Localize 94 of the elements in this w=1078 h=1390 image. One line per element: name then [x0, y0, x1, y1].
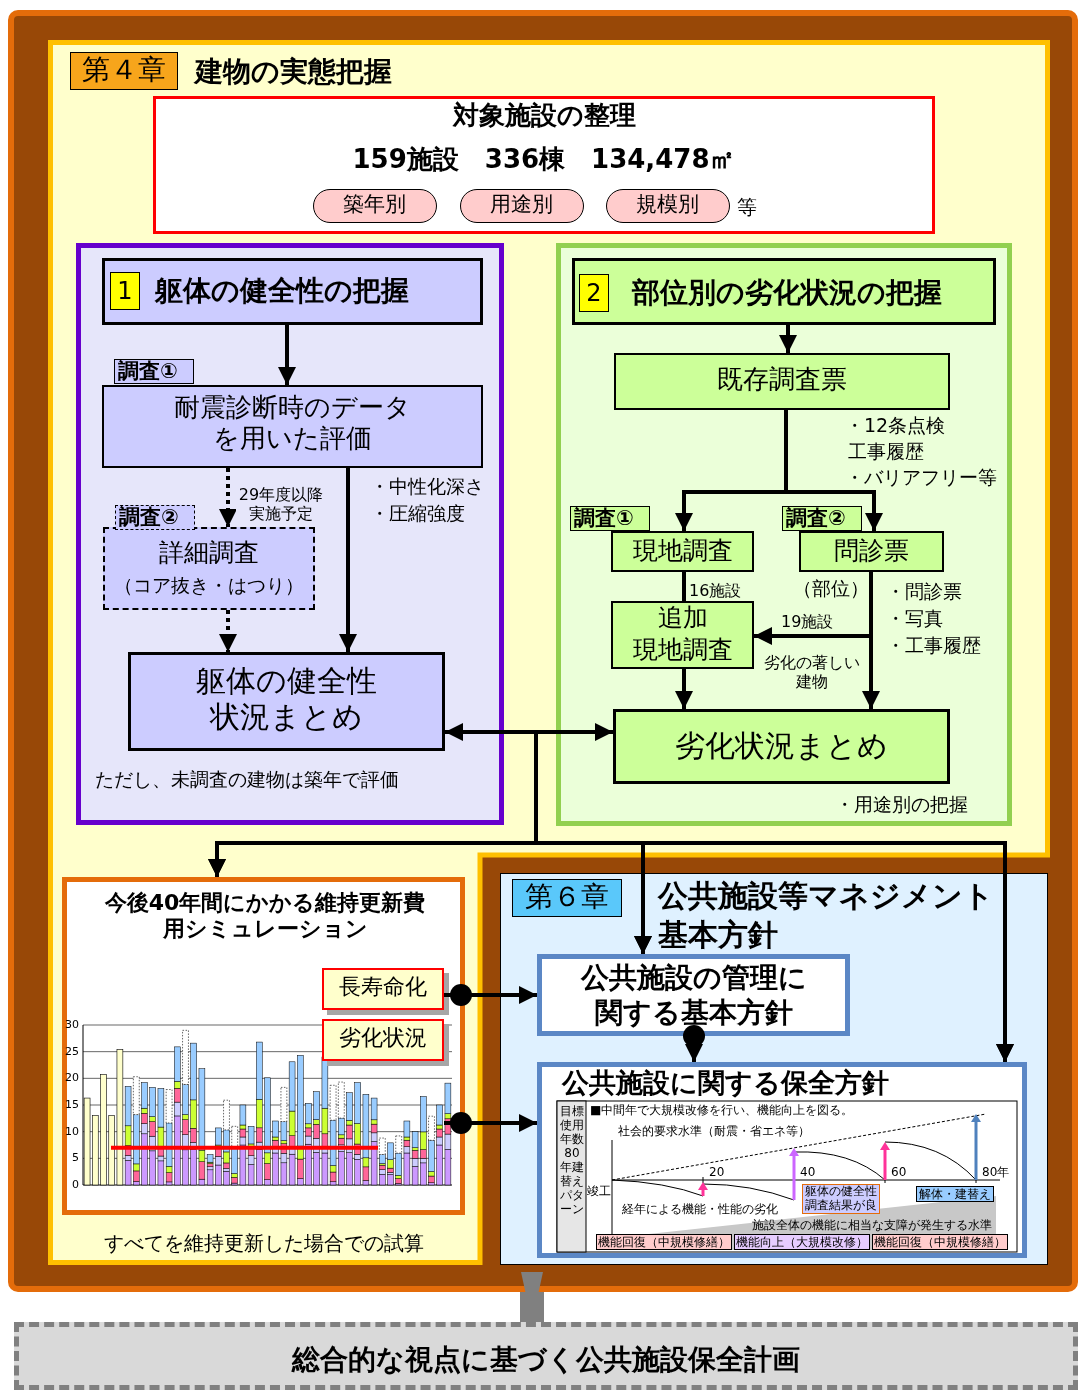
- label-text: 竣工: [587, 1184, 611, 1199]
- chart-title: 今後40年間にかかる維持更新費用シミュレーション: [103, 890, 427, 943]
- arrow: [219, 468, 237, 527]
- label-text: 施設全体の機能に相当な支障が発生する水準: [752, 1218, 992, 1233]
- box-text: 既存調査票: [716, 364, 848, 396]
- result-box: [128, 652, 445, 751]
- label-text: 躯体の健全性調査結果が良: [802, 1184, 880, 1214]
- arrow: [779, 325, 797, 353]
- category-pill: [460, 189, 584, 223]
- label-text: 20: [709, 1165, 725, 1180]
- vertical-text: 目標使用年数80年建替えパターン: [559, 1104, 585, 1216]
- label-text: ・12条点検: [845, 414, 946, 437]
- summary-box: [153, 96, 935, 234]
- edge-label: 16施設: [689, 581, 742, 601]
- label-text: 社会的要求水準（耐震・省エネ等）: [618, 1124, 810, 1139]
- stats-text: 159施設 336棟 134,478㎡: [351, 144, 737, 176]
- edge-label: 19施設: [781, 612, 834, 632]
- label-text: ■中間年で大規模改修を行い、機能向上を図る。: [590, 1103, 854, 1118]
- box-text: 総合的な視点に基づく公共施設保全計画: [290, 1343, 801, 1377]
- arrow: [339, 468, 357, 652]
- group-panel: [76, 243, 504, 825]
- arrow: [444, 1112, 537, 1134]
- chapter-title: 建物の実態把握: [195, 55, 392, 89]
- box-text: 劣化状況: [338, 1025, 428, 1052]
- box-text: 耐震診断時のデータを用いた評価: [172, 392, 412, 455]
- box-text: 躯体の健全性状況まとめ: [194, 663, 378, 735]
- pill-text: 規模別: [635, 191, 700, 217]
- process-box: [611, 601, 754, 669]
- heading-box: [572, 258, 996, 325]
- step-tab: 調査①: [570, 506, 650, 531]
- number-badge: 2: [579, 274, 609, 312]
- group-panel: [556, 243, 1012, 826]
- arrow: [675, 669, 693, 709]
- arrow: [784, 410, 883, 531]
- arrow: [520, 1272, 544, 1322]
- heading-box: [102, 258, 483, 325]
- pill-text: 築年別: [342, 191, 407, 217]
- box-text: （コア抜き・はつり）: [113, 574, 305, 597]
- label-text: ・圧縮強度: [370, 502, 465, 525]
- box-title: 対象施設の整理: [451, 100, 637, 132]
- caption-text: すべてを維持更新した場合での試算: [102, 1231, 425, 1255]
- policy-box: [537, 954, 850, 1036]
- note-text: ・用途別の把握: [835, 793, 968, 816]
- connector-line: [682, 572, 686, 601]
- box-text: 現地調査: [631, 635, 734, 665]
- box-text: 劣化状況まとめ: [674, 728, 889, 764]
- box-text: 問診票: [833, 536, 910, 566]
- result-box: [613, 709, 950, 784]
- label-text: ・バリアフリー等: [845, 466, 997, 489]
- label-text: 解体・建替え: [916, 1186, 994, 1203]
- chapter-title: 公共施設等マネジメント基本方針: [658, 877, 995, 954]
- label-text: ・中性化深さ: [370, 475, 484, 498]
- label-text: ・工事履歴: [886, 634, 981, 657]
- note-text: 等: [736, 194, 757, 219]
- edge-label: 29年度以降実施予定: [236, 485, 326, 524]
- pill-text: 用途別: [489, 191, 554, 217]
- category-pill: [313, 189, 437, 223]
- label-text: 劣化の著しい建物: [763, 653, 861, 692]
- label-text: ・写真: [886, 607, 943, 630]
- label-text: 機能回復（中規模修繕）: [596, 1234, 732, 1251]
- heading-text: 部位別の劣化状況の把握: [632, 276, 942, 310]
- chapter-tag: 第６章: [512, 879, 622, 917]
- label-text: 40: [800, 1165, 816, 1180]
- arrow: [278, 325, 296, 385]
- note-text: ただし、未調査の建物は築年で評価: [95, 768, 399, 791]
- policy-box: [537, 1062, 1027, 1258]
- chapter-tag: 第４章: [70, 52, 178, 90]
- plan-box: [14, 1322, 1078, 1390]
- box-text: 現地調査: [631, 536, 734, 566]
- process-box: [614, 353, 950, 410]
- arrow: [219, 610, 237, 652]
- box-text: 公共施設に関する保全方針: [562, 1067, 889, 1100]
- arrow: [444, 984, 537, 1006]
- box-text: 長寿命化: [338, 974, 428, 1001]
- label-text: 経年による機能・性能の劣化: [622, 1202, 778, 1217]
- tick-label: 5: [71, 1151, 79, 1165]
- label-text: 工事履歴: [848, 440, 924, 463]
- label-text: 80年: [982, 1165, 1010, 1180]
- step-tab: 調査②: [115, 505, 195, 530]
- box-text: 公共施設の管理に関する基本方針: [579, 960, 808, 1030]
- step-tab: 調査①: [114, 359, 194, 384]
- box-text: 追加: [656, 603, 709, 633]
- heading-text: 躯体の健全性の把握: [155, 274, 409, 308]
- label-text: 60: [891, 1165, 907, 1180]
- step-tab: 調査②: [782, 506, 862, 531]
- arrow: [683, 1025, 705, 1062]
- number-badge: 1: [110, 272, 140, 310]
- chapter-panel: [500, 873, 1048, 1265]
- label-text: 機能向上（大規模改修）: [734, 1234, 870, 1251]
- label-text: （部位）: [793, 577, 869, 600]
- box-text: 詳細調査: [158, 538, 260, 568]
- label-text: ・問診票: [886, 580, 962, 603]
- label-text: 機能回復（中規模修繕）: [872, 1234, 1008, 1251]
- tick-label: 0: [71, 1178, 79, 1192]
